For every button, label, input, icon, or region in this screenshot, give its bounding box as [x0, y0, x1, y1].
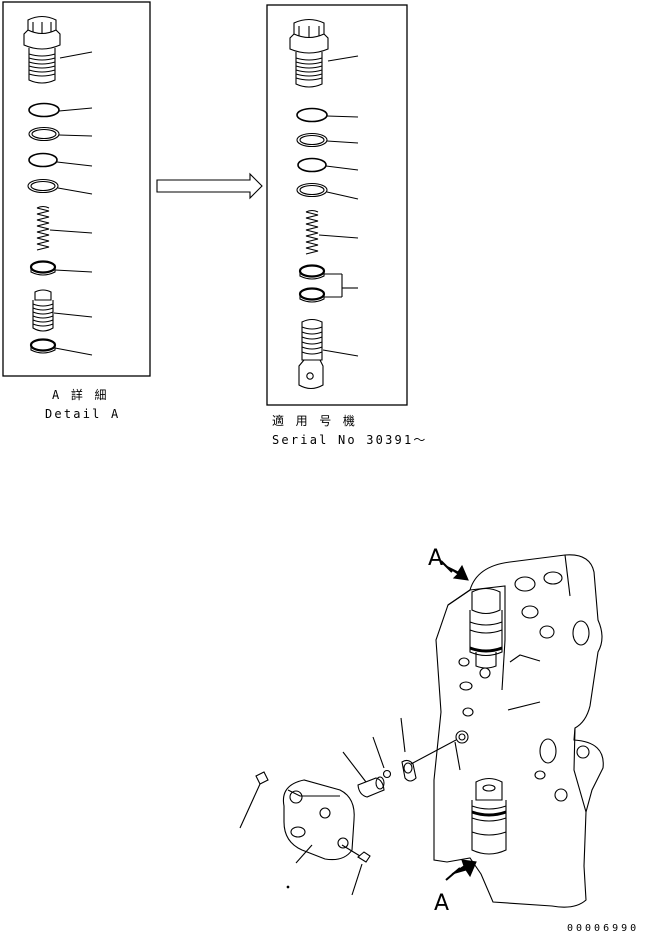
seal-ring-2-revised [298, 287, 326, 303]
backup-ring-2 [27, 178, 93, 195]
valve-spool-revised [298, 318, 359, 390]
document-code: 00006990 [567, 923, 639, 934]
view-arrow-top [440, 560, 469, 581]
o-ring-1-revised [296, 107, 359, 123]
detail-a-frame [2, 1, 151, 377]
cover-plate [282, 779, 355, 864]
stray-dot [286, 885, 290, 889]
lower-valve-assembly [471, 777, 507, 855]
backup-ring-1-revised [296, 132, 359, 148]
plug-part-revised [289, 18, 359, 88]
upper-valve-assembly [469, 587, 503, 669]
backup-ring-1 [28, 126, 93, 142]
seal-ring-1-revised [298, 264, 326, 280]
o-ring-1 [28, 102, 93, 118]
seal-ring-2 [29, 338, 93, 356]
small-ball [372, 736, 392, 779]
check-valve-sleeve [342, 751, 385, 798]
bolt-right [341, 844, 371, 896]
bolt-left [239, 771, 269, 829]
assembly-axis-line [410, 739, 457, 765]
view-arrow-bottom [445, 859, 477, 881]
view-marker-bottom: A [434, 891, 449, 916]
serial-caption-jp: 適 用 号 機 [272, 413, 357, 428]
view-marker-top: A [428, 546, 443, 571]
plug-part [23, 15, 93, 84]
detail-a-caption-en: Detail A [45, 407, 120, 421]
dowel-pin [400, 717, 417, 782]
backup-ring-2-revised [296, 182, 359, 200]
o-ring-2 [28, 152, 93, 168]
revised-detail-frame [266, 4, 408, 406]
valve-body [433, 554, 604, 908]
valve-spool [32, 289, 93, 332]
serial-caption-en: Serial No 30391〜 [272, 433, 428, 447]
o-ring-2-revised [297, 157, 359, 173]
spring-revised [305, 209, 359, 255]
seal-ring-bracket [324, 273, 358, 298]
revision-arrow [156, 172, 263, 200]
revised-detail-panel [266, 4, 408, 406]
spring [36, 205, 93, 251]
detail-a-panel [2, 1, 151, 377]
seal-ring-1 [29, 260, 93, 276]
detail-a-caption-jp: A 詳 細 [52, 387, 109, 402]
